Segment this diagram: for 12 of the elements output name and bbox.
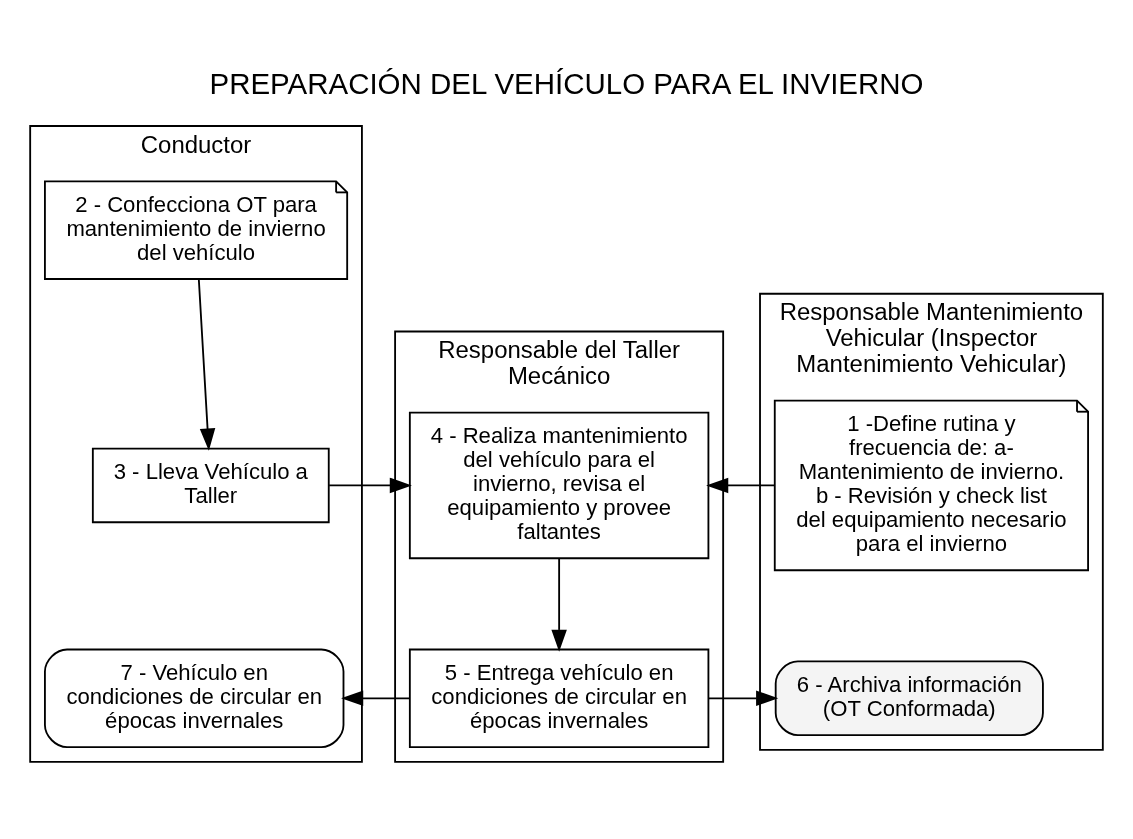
node-box: 7 - Vehículo en condiciones de circular en épocas invernales bbox=[44, 648, 345, 748]
node-box: 5 - Entrega vehículo en condiciones de circular en épocas invernales bbox=[408, 648, 710, 748]
arrow bbox=[328, 477, 412, 493]
arrow bbox=[341, 690, 411, 706]
arrow bbox=[197, 277, 216, 451]
node-box: 4 - Realiza mantenimiento del vehículo para el invierno, revisa el equipamiento y provee faltantes bbox=[408, 411, 710, 559]
arrow bbox=[706, 477, 775, 493]
arrow bbox=[551, 557, 567, 652]
node-box: 6 - Archiva información (OT Conformada) bbox=[774, 660, 1044, 736]
node-box: 3 - Lleva Vehículo a Taller bbox=[91, 447, 330, 523]
arrow bbox=[708, 690, 779, 706]
diagram-title: PREPARACIÓN DEL VEHÍCULO PARA EL INVIERNO bbox=[209, 66, 924, 100]
